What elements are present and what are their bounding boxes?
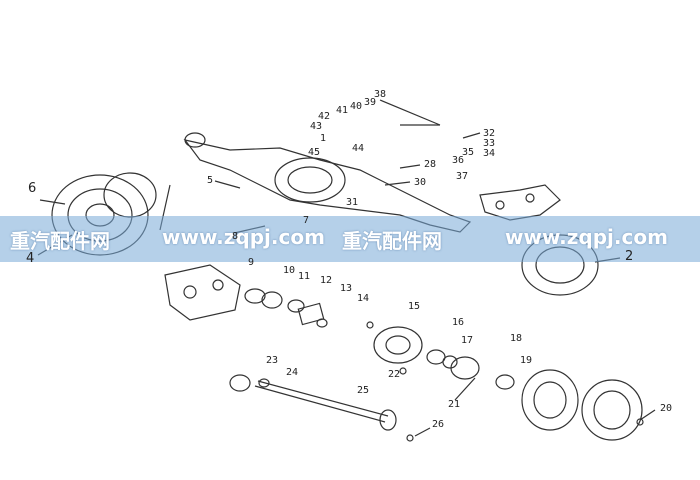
part-label-20: 20: [660, 403, 673, 414]
part-label-10: 10: [283, 265, 296, 276]
part-label-32: 32: [483, 128, 496, 139]
part-label-12: 12: [320, 275, 333, 286]
plate-13: [297, 302, 325, 326]
wheel-rim-inner: [593, 390, 631, 430]
axle-shaft-25: [254, 385, 386, 423]
part-label-35: 35: [462, 147, 475, 158]
leader-32: [462, 132, 481, 139]
part-label-44: 44: [352, 143, 365, 154]
part-label-43: 43: [310, 121, 323, 132]
watermark-band: [0, 216, 700, 262]
brake-drum-19-inner: [533, 381, 567, 419]
leader-28: [399, 164, 421, 169]
hub-16-inner: [385, 335, 411, 355]
part-label-15: 15: [408, 301, 421, 312]
left-flange: [184, 132, 206, 148]
carrier-block: [164, 264, 241, 321]
housing-center-bulge: [274, 157, 346, 203]
part-label-23: 23: [266, 355, 279, 366]
carrier-hole-2: [212, 279, 224, 291]
seal-10: [244, 288, 266, 304]
part-label-24: 24: [286, 367, 299, 378]
part-label-8: 8: [232, 231, 239, 242]
part-23: [229, 374, 251, 392]
part-label-26: 26: [432, 419, 445, 430]
part-label-25: 25: [357, 385, 370, 396]
leader-20: [639, 409, 656, 421]
bearing-19: [495, 374, 515, 390]
watermark-text-3: 重汽配件网: [342, 229, 442, 253]
shaft-flange: [379, 409, 397, 431]
nut-14: [316, 318, 328, 328]
part-label-4: 4: [26, 251, 35, 266]
part-label-42: 42: [318, 111, 331, 122]
wheel-rim: [581, 379, 643, 441]
part-label-33: 33: [483, 138, 496, 149]
leader-30: [384, 181, 411, 186]
part-label-18: 18: [510, 333, 523, 344]
part-label-41: 41: [336, 105, 349, 116]
part-label-38: 38: [374, 89, 387, 100]
bearing-17a: [426, 349, 446, 365]
axle-shaft-25b: [257, 380, 389, 417]
part-label-30: 30: [414, 177, 427, 188]
part-label-2: 2: [625, 249, 634, 264]
part-label-13: 13: [340, 283, 353, 294]
part-label-6: 6: [28, 181, 37, 196]
watermark-text-1: 重汽配件网: [10, 229, 110, 253]
leader-26: [414, 427, 431, 437]
washer-22: [399, 367, 407, 375]
part-label-1: 1: [320, 133, 327, 144]
part-label-39: 39: [364, 97, 377, 108]
leader-21: [454, 377, 476, 401]
carrier-hole-1: [183, 285, 197, 299]
part-label-19: 19: [520, 355, 533, 366]
ring-11: [261, 291, 283, 309]
part-label-36: 36: [452, 155, 465, 166]
watermark-text-4: www.zqpj.com: [505, 225, 668, 249]
bearing-18: [450, 356, 480, 380]
part-label-45: 45: [308, 147, 321, 158]
part-24: [258, 378, 270, 388]
brake-drum-19: [521, 369, 579, 431]
part-label-21: 21: [448, 399, 461, 410]
right-bracket: [479, 184, 561, 221]
watermark-text-2: www.zqpj.com: [162, 225, 325, 249]
part-label-16: 16: [452, 317, 465, 328]
part-label-34: 34: [483, 148, 496, 159]
leader-6: [39, 199, 66, 205]
leader-5: [214, 180, 241, 189]
part-label-28: 28: [424, 159, 437, 170]
bearing-17b: [442, 355, 458, 369]
part-label-17: 17: [461, 335, 474, 346]
part-label-5: 5: [207, 175, 214, 186]
leader-38: [379, 99, 441, 126]
part-label-31: 31: [346, 197, 359, 208]
nut-20: [636, 418, 644, 426]
housing-inner-ring: [287, 166, 333, 194]
part-label-40: 40: [350, 101, 363, 112]
left-drum: [103, 172, 157, 218]
bracket-hole-1: [495, 200, 505, 210]
bracket-hole-2: [525, 193, 535, 203]
part-label-22: 22: [388, 369, 401, 380]
part-label-14: 14: [357, 293, 370, 304]
part-label-9: 9: [248, 257, 255, 268]
nut-26: [406, 434, 414, 442]
part-label-37: 37: [456, 171, 469, 182]
part-label-7: 7: [303, 215, 310, 226]
hub-16: [373, 326, 423, 364]
part-label-11: 11: [298, 271, 311, 282]
washer-15: [366, 321, 374, 329]
ring-12: [287, 299, 305, 313]
